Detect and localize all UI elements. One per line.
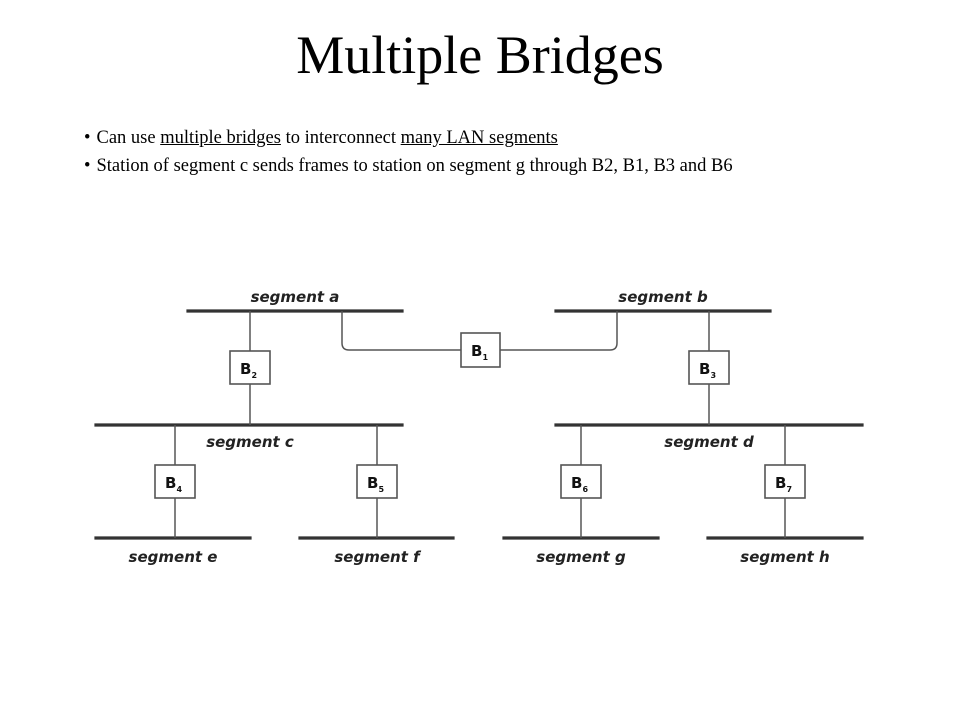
bridge-b3-box xyxy=(688,350,730,385)
segment-a-label: segment a xyxy=(251,288,340,306)
bridge-b7-box xyxy=(764,464,806,499)
segment-h-label: segment h xyxy=(740,548,829,566)
bridge-b6-box xyxy=(560,464,602,499)
bridge-b1-box xyxy=(460,332,501,368)
bullet-item: Can use multiple bridges to interconnect… xyxy=(84,124,733,152)
bridge-b7-subscript: 7 xyxy=(786,485,792,494)
bridge-b2-box xyxy=(229,350,271,385)
segment-f-label: segment f xyxy=(334,548,422,566)
svg-text:B6: B6 xyxy=(571,474,588,494)
bullet-text: Station of segment c sends frames to sta… xyxy=(96,156,733,176)
link-a-b1 xyxy=(341,311,461,351)
bullet-text: Can use xyxy=(96,128,161,148)
svg-text:B4: B4 xyxy=(165,474,182,494)
underlined-text: many LAN segments xyxy=(400,128,558,148)
bridge-b5-box xyxy=(356,464,398,499)
bridge-b6-subscript: 6 xyxy=(582,485,588,494)
slide-title: Multiple Bridges xyxy=(296,25,664,85)
bridge-b7: B7 xyxy=(764,464,806,499)
bridge-b7-label: B xyxy=(775,474,786,492)
bridge-b3: B3 xyxy=(688,350,730,385)
bridge-b1-subscript: 1 xyxy=(482,353,488,362)
svg-text:B7: B7 xyxy=(775,474,792,494)
link-b1-b xyxy=(500,311,618,351)
bridge-b2-subscript: 2 xyxy=(251,371,257,380)
svg-text:B1: B1 xyxy=(471,342,488,362)
bridge-b3-subscript: 3 xyxy=(710,371,716,380)
bridge-b3-label: B xyxy=(699,360,710,378)
bridge-b2-label: B xyxy=(240,360,251,378)
bridge-b1-label: B xyxy=(471,342,482,360)
bullet-text: to interconnect xyxy=(280,128,401,148)
bridge-b4-box xyxy=(154,464,196,499)
segment-c-label: segment c xyxy=(206,433,294,451)
underlined-text: multiple bridges xyxy=(160,128,281,148)
bullet-list: Can use multiple bridges to interconnect… xyxy=(84,124,733,180)
bridge-b6: B6 xyxy=(560,464,602,499)
segment-b-label: segment b xyxy=(618,288,708,306)
bridge-b6-label: B xyxy=(571,474,582,492)
segment-e-label: segment e xyxy=(129,548,218,566)
bridge-b5-label: B xyxy=(367,474,378,492)
bridge-b2: B2 xyxy=(229,350,271,385)
bridge-b1: B1 xyxy=(460,332,501,368)
segment-g-label: segment g xyxy=(536,548,626,566)
segment-d-label: segment d xyxy=(664,433,754,451)
bridge-b4: B4 xyxy=(154,464,196,499)
bridge-b5-subscript: 5 xyxy=(378,485,384,494)
bridge-b5: B5 xyxy=(356,464,398,499)
bullet-item: Station of segment c sends frames to sta… xyxy=(84,152,733,180)
svg-text:B2: B2 xyxy=(240,360,257,380)
bridge-b4-label: B xyxy=(165,474,176,492)
bridge-b4-subscript: 4 xyxy=(176,485,182,494)
svg-text:B5: B5 xyxy=(367,474,384,494)
svg-text:B3: B3 xyxy=(699,360,716,380)
